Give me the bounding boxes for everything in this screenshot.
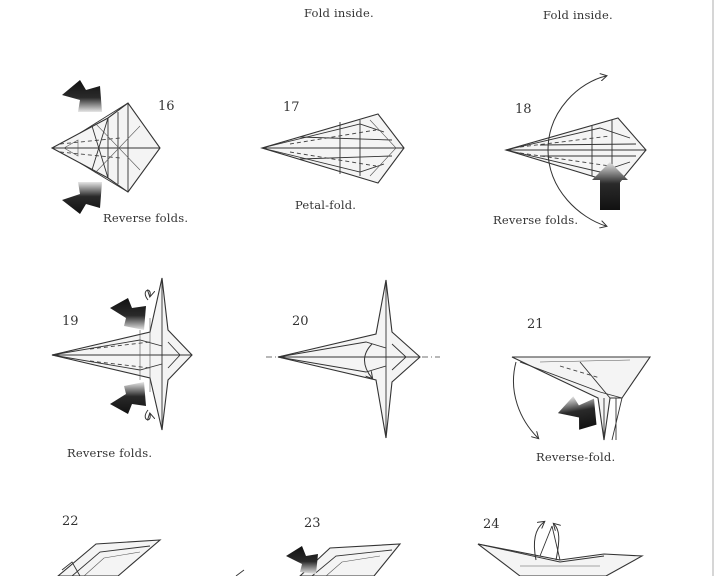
step21-curved-arrow (512, 361, 538, 438)
step-number-18: 18 (515, 102, 532, 117)
step16-figure (50, 102, 161, 193)
step-number-20: 20 (292, 314, 309, 329)
step23-figure (235, 543, 402, 576)
caption-fold-inside-left: Fold inside. (304, 6, 374, 20)
caption-step17: Petal-fold. (295, 198, 357, 212)
step19-figure (51, 277, 193, 431)
step18-figure (504, 117, 647, 185)
caption-step21: Reverse-fold. (536, 450, 616, 464)
step22-figure (57, 539, 162, 576)
step19-push-arrow-bottom (110, 382, 146, 414)
caption-fold-inside-right: Fold inside. (543, 8, 613, 22)
step20-figure (266, 279, 440, 439)
step21-figure (511, 356, 652, 441)
caption-step19: Reverse folds. (67, 446, 153, 460)
step-number-19: 19 (62, 314, 79, 329)
step17-figure (260, 113, 405, 184)
step-number-16: 16 (158, 99, 175, 114)
step19-push-arrow-top (110, 298, 146, 330)
step23-push-arrow (286, 546, 318, 574)
step-number-21: 21 (527, 317, 544, 332)
step16-push-arrow-bottom (62, 182, 102, 214)
step-number-23: 23 (304, 516, 321, 531)
step21-push-arrow (557, 396, 597, 430)
step24-figure (477, 522, 644, 576)
step-number-24: 24 (483, 517, 500, 532)
caption-step18: Reverse folds. (493, 213, 579, 227)
step-number-17: 17 (283, 100, 300, 115)
step18-curved-arrow (547, 76, 606, 226)
caption-step16: Reverse folds. (103, 211, 189, 225)
step16-push-arrow-top (62, 80, 102, 112)
step18-push-arrow (592, 162, 628, 210)
step-number-22: 22 (62, 514, 79, 529)
